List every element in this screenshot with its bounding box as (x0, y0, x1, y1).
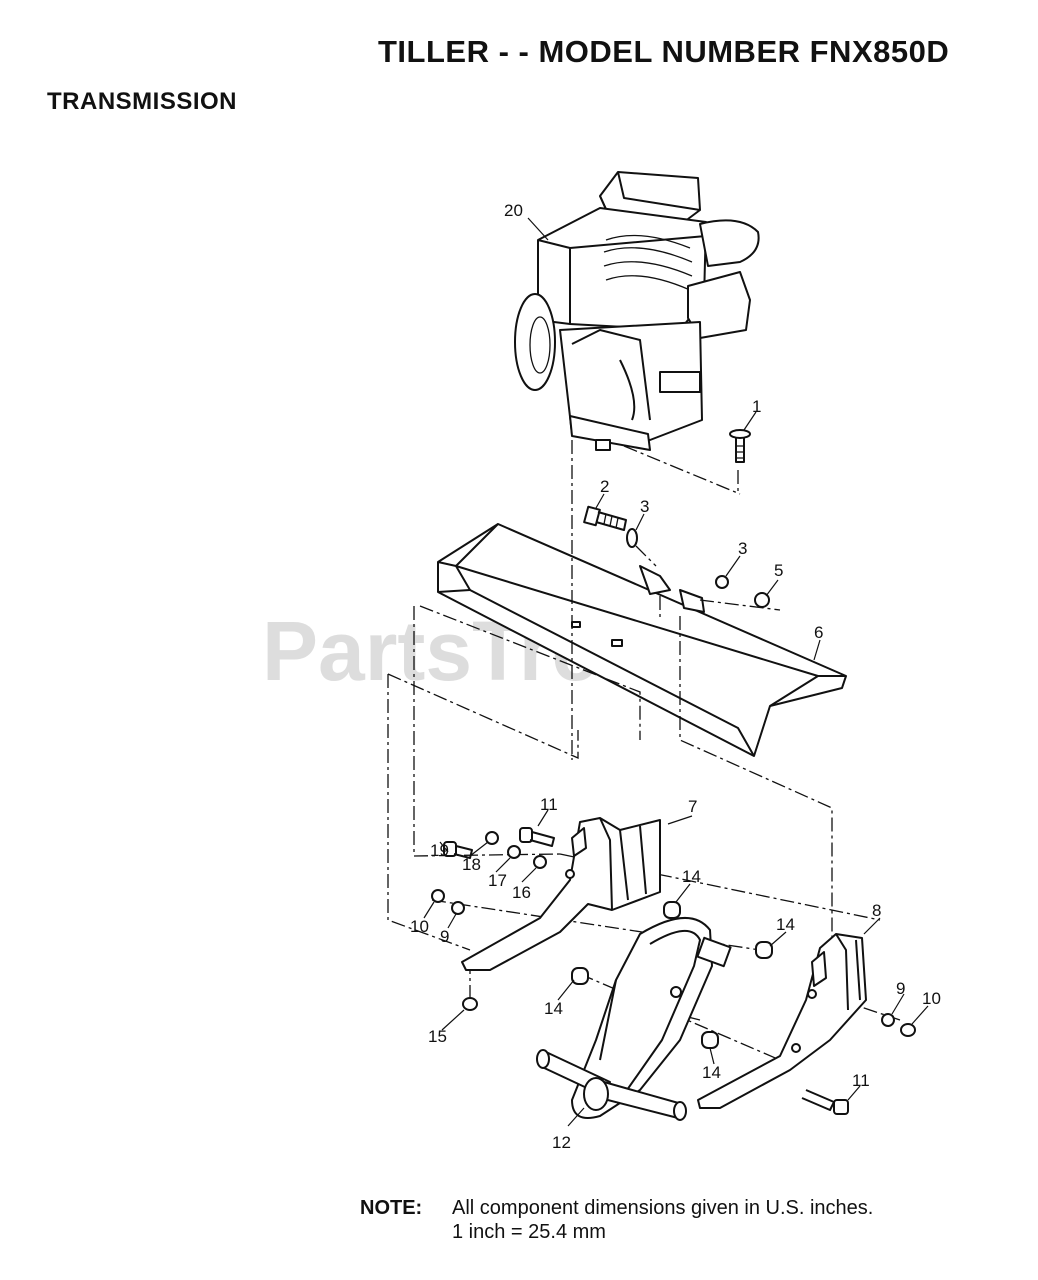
nut-part-10b (900, 1023, 916, 1037)
callout-label: 6 (814, 623, 823, 642)
bolt-part-19 (443, 841, 473, 859)
leader-lines (423, 217, 929, 1127)
callout-label: 11 (852, 1071, 870, 1090)
nut-part-10a (431, 889, 445, 903)
callout-label: 3 (640, 497, 649, 516)
callout-label: 3 (738, 539, 747, 558)
note-line-1: All component dimensions given in U.S. i… (452, 1197, 874, 1219)
washer-part-3 (626, 528, 638, 548)
washer-part-9b (881, 1013, 895, 1027)
bolt-part-11b (801, 1089, 849, 1115)
callout-label: 14 (544, 999, 563, 1018)
callout-label: 12 (552, 1133, 571, 1152)
callout-label: 5 (774, 561, 783, 580)
washer-part-16 (533, 855, 547, 869)
callout-label: 10 (410, 917, 429, 936)
spacer-part-14b (755, 941, 773, 959)
transmission-part-12 (536, 917, 732, 1121)
note-line-2: 1 inch = 25.4 mm (452, 1221, 606, 1243)
spacer-part-14d (701, 1031, 719, 1049)
section-title: TRANSMISSION (47, 88, 238, 115)
callout-label: 18 (462, 855, 481, 874)
callout-label: 14 (776, 915, 795, 934)
nut-part-15 (462, 997, 478, 1011)
callout-label: 11 (540, 795, 558, 814)
callout-label: 17 (488, 871, 507, 890)
callout-label: 8 (872, 901, 881, 920)
side-plate-part-8 (697, 933, 867, 1109)
callout-label: 9 (440, 927, 449, 946)
callout-label: 7 (688, 797, 697, 816)
callout-label: 9 (896, 979, 905, 998)
callout-label: 2 (600, 477, 609, 496)
washer-part-9a (451, 901, 465, 915)
side-plate-part-7 (461, 817, 661, 971)
callout-label: 20 (504, 201, 523, 220)
callout-numbers: 20 1 2 3 3 5 6 7 11 19 18 17 16 14 14 10… (410, 201, 941, 1152)
callout-label: 16 (512, 883, 531, 902)
spacer-part-14c (571, 967, 589, 985)
spacer-part-14a (663, 901, 681, 919)
page-title: TILLER - - MODEL NUMBER FNX850D (378, 34, 950, 69)
engine-part-20 (514, 171, 760, 451)
callout-label: 19 (430, 841, 449, 860)
callout-label: 14 (682, 867, 701, 886)
shield-part-6 (437, 523, 847, 757)
callout-label: 1 (752, 397, 761, 416)
callout-label: 10 (922, 989, 941, 1008)
washer-part-18 (485, 831, 499, 845)
washer-part-17 (507, 845, 521, 859)
washer-part-3b (715, 575, 729, 589)
note-block: NOTE: All component dimensions given in U… (360, 1196, 873, 1244)
bolt-part-2 (583, 505, 627, 531)
note-label: NOTE: (360, 1197, 423, 1219)
bolt-part-1 (729, 429, 751, 463)
callout-label: 15 (428, 1027, 447, 1046)
nut-part-5 (754, 592, 770, 608)
bolt-part-11a (519, 827, 555, 847)
callout-label: 14 (702, 1063, 721, 1082)
